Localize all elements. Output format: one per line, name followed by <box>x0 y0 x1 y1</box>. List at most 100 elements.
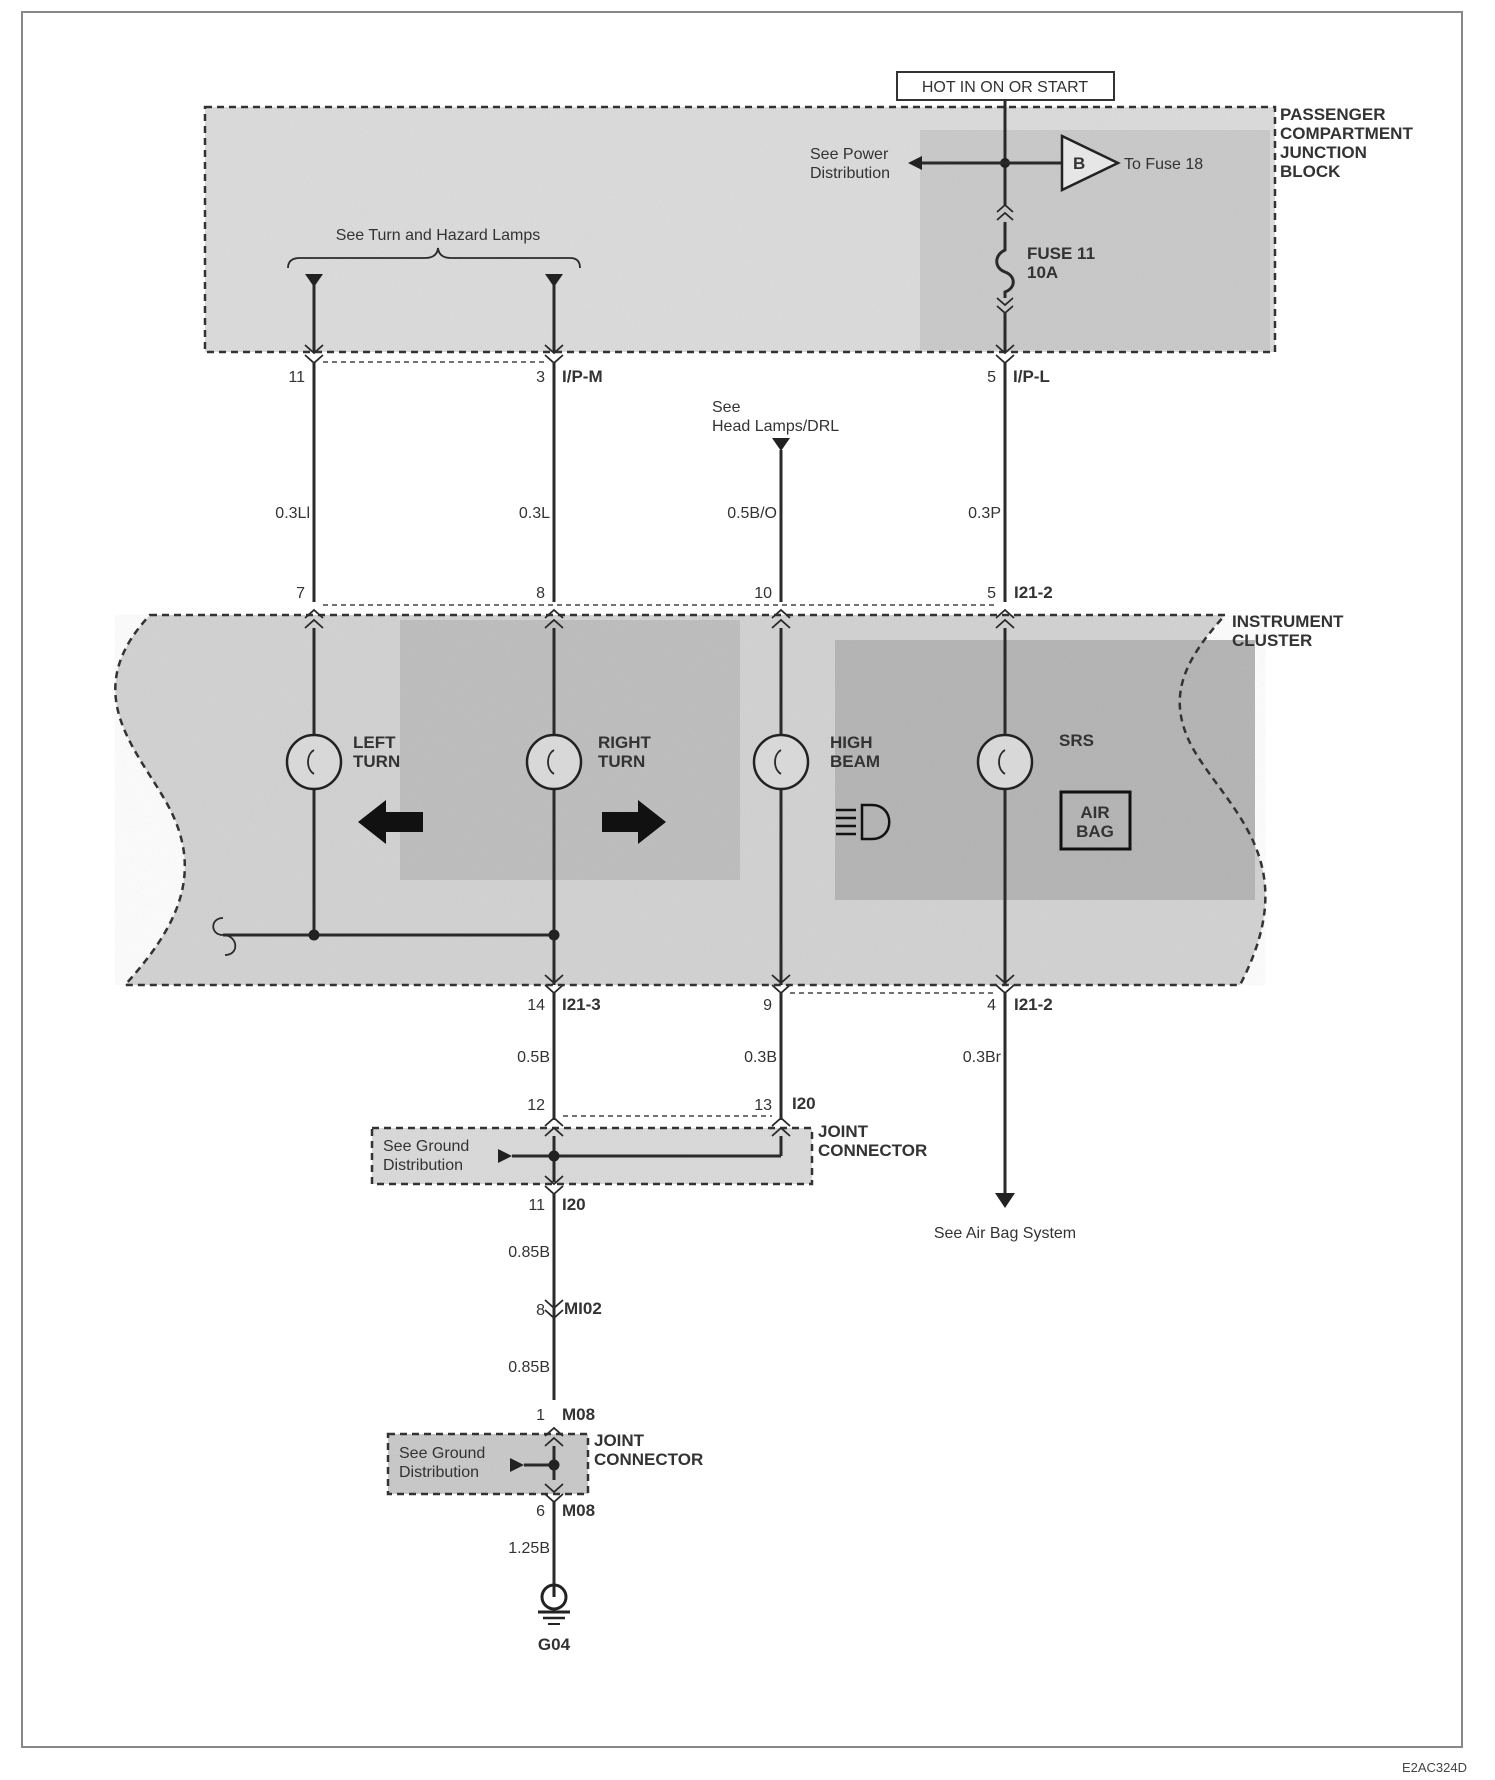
bulb-right-turn-icon <box>525 733 583 791</box>
wire-label-03b: 0.3B <box>744 1049 777 1066</box>
fuse-letter: B <box>1073 154 1085 173</box>
wire-label-3: 0.5B/O <box>727 505 777 522</box>
bulb-srs-icon <box>976 733 1034 791</box>
arrow-down-icon <box>772 438 790 451</box>
pin-9: 9 <box>763 997 772 1014</box>
fuse-name: FUSE 11 <box>1027 244 1095 263</box>
pin-8-mi02: 8 <box>536 1302 545 1319</box>
lamp-left-l1: LEFT <box>353 733 396 752</box>
cluster-label-2: CLUSTER <box>1232 631 1312 650</box>
cluster-label-1: INSTRUMENT <box>1232 612 1344 631</box>
power-source-box <box>896 71 1115 101</box>
lamp-left-l2: TURN <box>353 752 400 771</box>
pin-11: 11 <box>288 369 305 386</box>
junction-block-label-3: JUNCTION <box>1280 143 1367 162</box>
page-frame <box>21 11 1463 1748</box>
bulb-high-beam-icon <box>752 733 810 791</box>
fuse-rating: 10A <box>1027 263 1058 282</box>
connector-i21-2-top: I21-2 <box>1014 583 1053 602</box>
ground-icon <box>538 1583 570 1625</box>
pin-1-m08: 1 <box>536 1407 545 1424</box>
pin-12: 12 <box>527 1097 545 1114</box>
connector-m08-top: M08 <box>562 1405 595 1424</box>
junction-block-label-2: COMPARTMENT <box>1280 124 1413 143</box>
connector-ipm: I/P-M <box>562 367 603 386</box>
wire-label-4: 0.3P <box>968 505 1001 522</box>
connector-chevron-icon <box>544 1299 564 1320</box>
arrow-right-icon <box>498 1149 512 1163</box>
wire-label-05b: 0.5B <box>517 1049 550 1066</box>
pin-5-cluster: 5 <box>987 585 996 602</box>
bulb-left-turn-icon <box>285 733 343 791</box>
connector-chevron-icon <box>996 203 1014 221</box>
arrow-down-icon <box>995 1193 1015 1208</box>
joint2-label-1: JOINT <box>594 1431 645 1450</box>
head-lamps-label: Head Lamps/DRL <box>712 418 839 435</box>
connector-mi02: MI02 <box>564 1299 602 1318</box>
splice-dot <box>548 1150 560 1162</box>
wire-label-2: 0.3L <box>519 505 550 522</box>
pin-4: 4 <box>987 997 996 1014</box>
to-fuse-label: To Fuse 18 <box>1124 156 1203 173</box>
lamp-right-l2: TURN <box>598 752 645 771</box>
wire-label-085b-1: 0.85B <box>508 1244 550 1261</box>
see-ground-1b: Distribution <box>383 1157 463 1174</box>
splice-dot <box>548 929 560 941</box>
junction-block-label-1: PASSENGER <box>1280 105 1386 124</box>
connector-chevron-icon <box>771 608 791 629</box>
connector-i20-bottom: I20 <box>562 1195 586 1214</box>
wire-label-1: 0.3Ll <box>275 505 310 522</box>
airbag-l2: BAG <box>1076 822 1114 841</box>
see-power-2: Distribution <box>810 165 890 182</box>
instrument-cluster <box>114 613 1267 987</box>
pin-6-m08: 6 <box>536 1503 545 1520</box>
see-ground-2b: Distribution <box>399 1464 479 1481</box>
joint2-label-2: CONNECTOR <box>594 1450 703 1469</box>
lamp-high-l1: HIGH <box>830 733 873 752</box>
junction-block-label-4: BLOCK <box>1280 162 1341 181</box>
right-arrow-icon <box>602 800 666 844</box>
connector-i21-3: I21-3 <box>562 995 601 1014</box>
arrow-down-icon <box>545 274 563 287</box>
see-power-1: See Power <box>810 146 889 163</box>
wire-label-125b: 1.25B <box>508 1540 550 1557</box>
splice-dot <box>308 929 320 941</box>
see-ground-2a: See Ground <box>399 1445 485 1462</box>
see-airbag-label: See Air Bag System <box>934 1225 1076 1242</box>
pin-13: 13 <box>754 1097 772 1114</box>
headlamp-icon <box>836 803 891 841</box>
connector-chevron-icon <box>544 1426 564 1447</box>
pin-8: 8 <box>536 585 545 602</box>
figure-code: E2AC324D <box>1402 1760 1467 1775</box>
connector-chevron-icon <box>544 608 564 629</box>
connector-chevron-icon <box>304 608 324 629</box>
airbag-symbol-box <box>1059 790 1132 851</box>
brace-bracket <box>287 247 581 269</box>
pin-5-top: 5 <box>987 369 996 386</box>
connector-i21-2-bottom: I21-2 <box>1014 995 1053 1014</box>
lamp-high-l2: BEAM <box>830 752 880 771</box>
connector-m08-bottom: M08 <box>562 1501 595 1520</box>
lamp-srs-l1: SRS <box>1059 731 1094 750</box>
fuse-11-icon <box>995 222 1015 298</box>
fuse-link-triangle-icon <box>1060 134 1121 192</box>
wire-label-03br: 0.3Br <box>963 1049 1002 1066</box>
head-lamps-see: See <box>712 399 741 416</box>
splice-dot <box>548 1459 560 1471</box>
pin-3: 3 <box>536 369 545 386</box>
arrow-right-icon <box>510 1458 524 1472</box>
see-turn-label: See Turn and Hazard Lamps <box>336 227 541 244</box>
connector-chevron-icon <box>544 1116 564 1137</box>
connector-i20-top: I20 <box>792 1094 816 1113</box>
power-source-label: HOT IN ON OR START <box>922 79 1088 96</box>
continuation-curl-icon <box>212 917 237 956</box>
connector-ipl: I/P-L <box>1013 367 1050 386</box>
ground-label: G04 <box>538 1635 571 1654</box>
pin-14: 14 <box>527 997 545 1014</box>
joint1-label-2: CONNECTOR <box>818 1141 927 1160</box>
joint1-label-1: JOINT <box>818 1122 869 1141</box>
see-ground-1a: See Ground <box>383 1138 469 1155</box>
connector-chevron-icon <box>771 1116 791 1137</box>
joint-connector-2 <box>386 1432 590 1496</box>
